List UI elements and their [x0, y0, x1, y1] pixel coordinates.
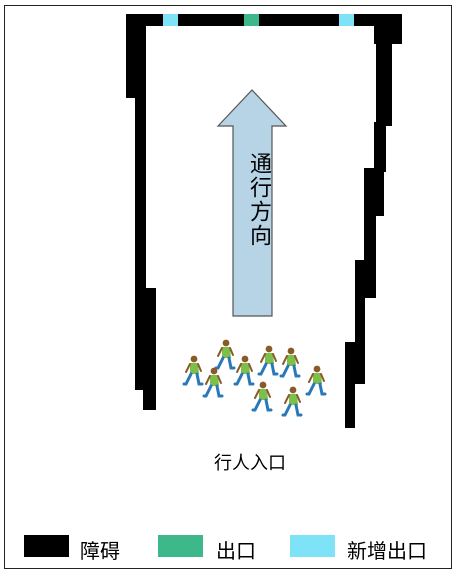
pedestrian-icon	[257, 345, 279, 376]
legend-swatch-obstacle	[24, 535, 69, 557]
obstacle-right-wall-9	[345, 342, 365, 384]
pedestrian-icon	[279, 347, 301, 378]
diagram-frame	[4, 5, 452, 569]
pedestrian-group	[182, 339, 327, 417]
obstacle-right-wall-6	[364, 212, 376, 264]
obstacle-right-wall-8	[355, 296, 365, 344]
pedestrian-icon	[182, 355, 204, 386]
obstacle-right-wall-7	[355, 260, 376, 298]
pedestrian-icon	[202, 367, 224, 398]
obstacle-left-wall-4	[143, 386, 156, 410]
pedestrian-icon	[233, 355, 255, 386]
direction-arrow	[216, 89, 288, 317]
exit-center	[244, 14, 259, 26]
new-exit-right	[339, 14, 354, 26]
pedestrian-icon	[281, 386, 303, 417]
obstacle-right-wall-2	[384, 40, 402, 42]
entrance-label: 行人入口	[214, 453, 286, 474]
obstacle-top-wall	[126, 14, 402, 26]
legend-label-new-exit: 新增出口	[347, 539, 427, 563]
obstacle-right-wall-4	[374, 122, 386, 172]
direction-label: 通行方向	[246, 152, 271, 248]
legend-label-exit: 出口	[216, 539, 256, 563]
new-exit-left	[163, 14, 178, 26]
obstacle-left-wall-3	[135, 288, 156, 390]
obstacle-right-wall-1	[374, 14, 402, 44]
obstacle-right-wall-10	[345, 380, 355, 428]
legend-swatch-exit	[158, 535, 203, 557]
pedestrian-icon	[251, 381, 273, 412]
obstacle-right-wall-5	[364, 168, 384, 216]
obstacle-left-wall-1	[126, 14, 146, 98]
legend-swatch-new-exit	[290, 535, 335, 557]
obstacle-left-wall-2	[135, 96, 146, 292]
pedestrian-icon	[305, 365, 327, 396]
obstacle-right-wall-3	[376, 40, 392, 126]
legend-label-obstacle: 障碍	[80, 539, 120, 563]
pedestrian-icon	[214, 339, 236, 370]
